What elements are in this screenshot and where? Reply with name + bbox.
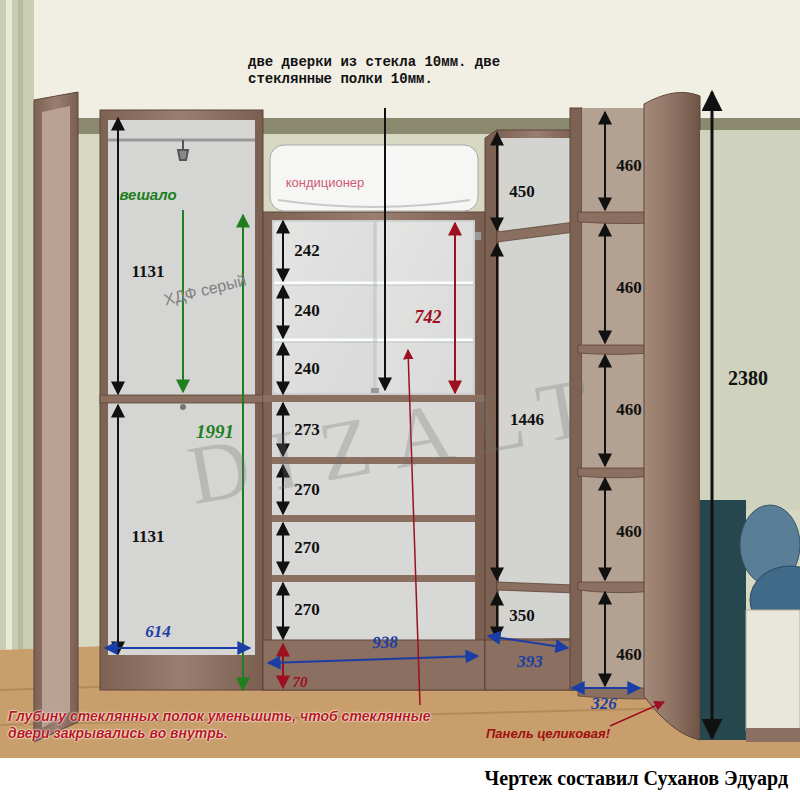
middle-section <box>475 232 481 240</box>
dimension-lines <box>384 108 386 390</box>
air-conditioner <box>270 145 478 211</box>
middle-section <box>273 221 374 394</box>
dimension: 242 <box>294 241 320 261</box>
dimension: 1131 <box>131 262 164 282</box>
left-wardrobe <box>100 110 263 690</box>
dimension: 326 <box>591 694 617 714</box>
dimension-lines <box>105 647 250 649</box>
middle-section <box>376 221 474 394</box>
dimension-lines <box>496 133 498 230</box>
dimension-lines <box>610 702 664 726</box>
dimension: 70 <box>293 673 308 691</box>
dimension: 460 <box>616 522 642 542</box>
dimension-lines <box>711 92 714 738</box>
right-section <box>497 582 575 593</box>
bed <box>746 610 800 730</box>
middle-section <box>272 575 475 582</box>
dimension-lines <box>282 343 284 394</box>
left-wardrobe <box>180 404 186 410</box>
dimension-lines <box>604 112 606 210</box>
air-conditioner <box>270 145 478 211</box>
dimension: 240 <box>294 359 320 379</box>
dimension: 270 <box>294 538 320 558</box>
dimension-lines <box>604 592 606 686</box>
dimension: 450 <box>509 182 535 202</box>
dimension-lines <box>117 405 119 654</box>
dimension: 460 <box>616 400 642 420</box>
dimension-lines <box>282 644 284 688</box>
dimension-lines <box>488 636 568 648</box>
dimension-lines <box>604 478 606 580</box>
dimension-lines <box>496 593 498 639</box>
note-text: две дверки из стекла 10мм. две стеклянны… <box>248 54 548 88</box>
caption: Чертеж составил Суханов Эдуард <box>485 766 788 790</box>
corner-shelves <box>644 92 700 740</box>
dimension-lines <box>282 523 284 574</box>
dimension: 742 <box>415 307 442 329</box>
bed <box>746 728 800 742</box>
dimension-lines <box>454 223 456 393</box>
dimension: 270 <box>294 600 320 620</box>
open-door <box>34 92 78 742</box>
bed <box>700 130 800 742</box>
air-conditioner <box>278 200 470 207</box>
note-text: Панель целиковая! <box>486 726 610 742</box>
dimension-lines <box>282 286 284 338</box>
part-name: кондиционер <box>286 175 365 191</box>
room <box>0 0 34 760</box>
room <box>0 758 800 800</box>
material-name: ХДФ серый <box>162 271 248 310</box>
note-text: Глубину стеклянных полок уменьшить, чтоб… <box>8 708 448 742</box>
left-wardrobe <box>108 120 255 395</box>
open-door <box>34 92 78 742</box>
dimension: 393 <box>517 652 543 672</box>
middle-section <box>272 515 475 522</box>
dimension: 240 <box>294 301 320 321</box>
open-door <box>42 106 70 728</box>
dimension-lines <box>117 118 119 394</box>
dimension: 938 <box>372 632 398 653</box>
dimension: 2380 <box>728 366 768 390</box>
room <box>18 0 23 760</box>
dimension-lines <box>604 224 606 343</box>
dimension: 1131 <box>131 527 164 547</box>
watermark: DIZALT <box>181 353 620 527</box>
bed <box>700 500 746 740</box>
part-name: вешало <box>119 186 176 204</box>
dimension: 350 <box>509 606 535 626</box>
room <box>6 0 12 760</box>
dimension: 460 <box>616 645 642 665</box>
left-wardrobe <box>100 110 263 690</box>
left-wardrobe <box>100 395 263 403</box>
left-wardrobe <box>108 139 255 142</box>
dimension-lines <box>572 687 640 689</box>
right-section <box>497 222 575 242</box>
dimension-lines <box>282 583 284 639</box>
dimension-lines <box>282 221 284 281</box>
bed <box>700 130 800 510</box>
dimension-lines <box>268 656 478 663</box>
left-wardrobe <box>178 140 188 160</box>
dimension-lines <box>105 92 712 738</box>
dimension: 460 <box>616 278 642 298</box>
dimension: 614 <box>145 622 171 642</box>
dimension: 460 <box>616 156 642 176</box>
